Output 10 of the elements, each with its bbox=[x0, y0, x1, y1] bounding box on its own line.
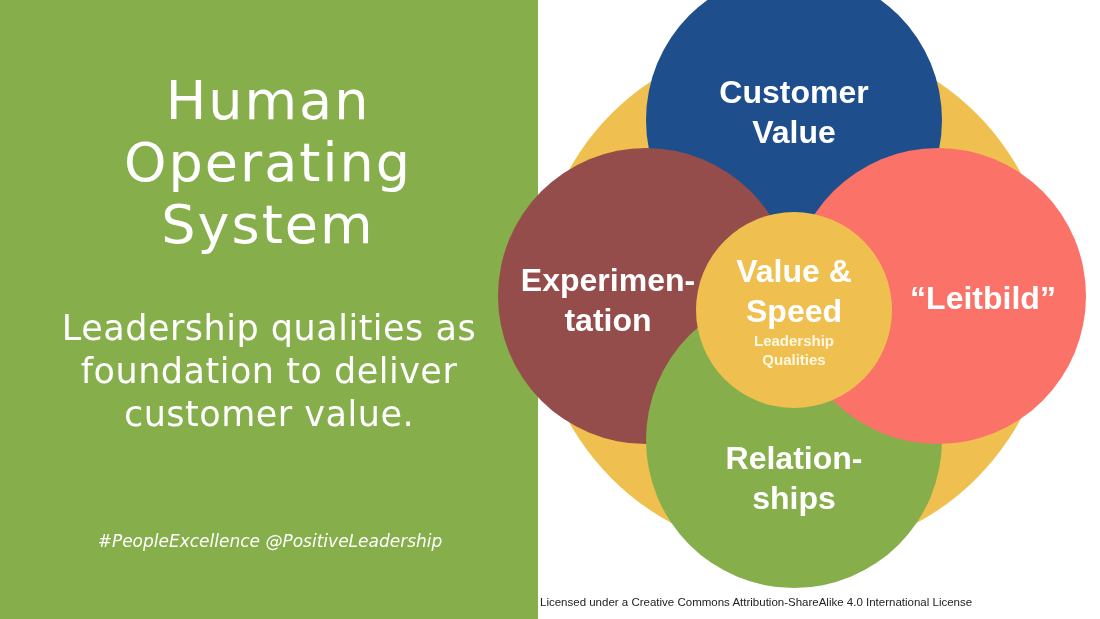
hashtags: #PeopleExcellence @PositiveLeadership bbox=[96, 530, 444, 552]
circle-label: Value & Speed bbox=[735, 251, 853, 331]
circle-label: Relation- ships bbox=[724, 439, 864, 518]
license-note: Licensed under a Creative Commons Attribution-ShareAlike 4.0 International License bbox=[540, 595, 974, 610]
subtitle: Leadership qualities as foundation to deliver customer value. bbox=[60, 307, 478, 436]
circle-label: “Leitbild” bbox=[909, 279, 1057, 318]
title: Human Operating System bbox=[123, 70, 413, 256]
circle-sublabel: Leadership Qualities bbox=[753, 330, 835, 370]
circle-label: Customer Value bbox=[718, 73, 870, 152]
circle-label: Experimen- tation bbox=[519, 261, 697, 340]
